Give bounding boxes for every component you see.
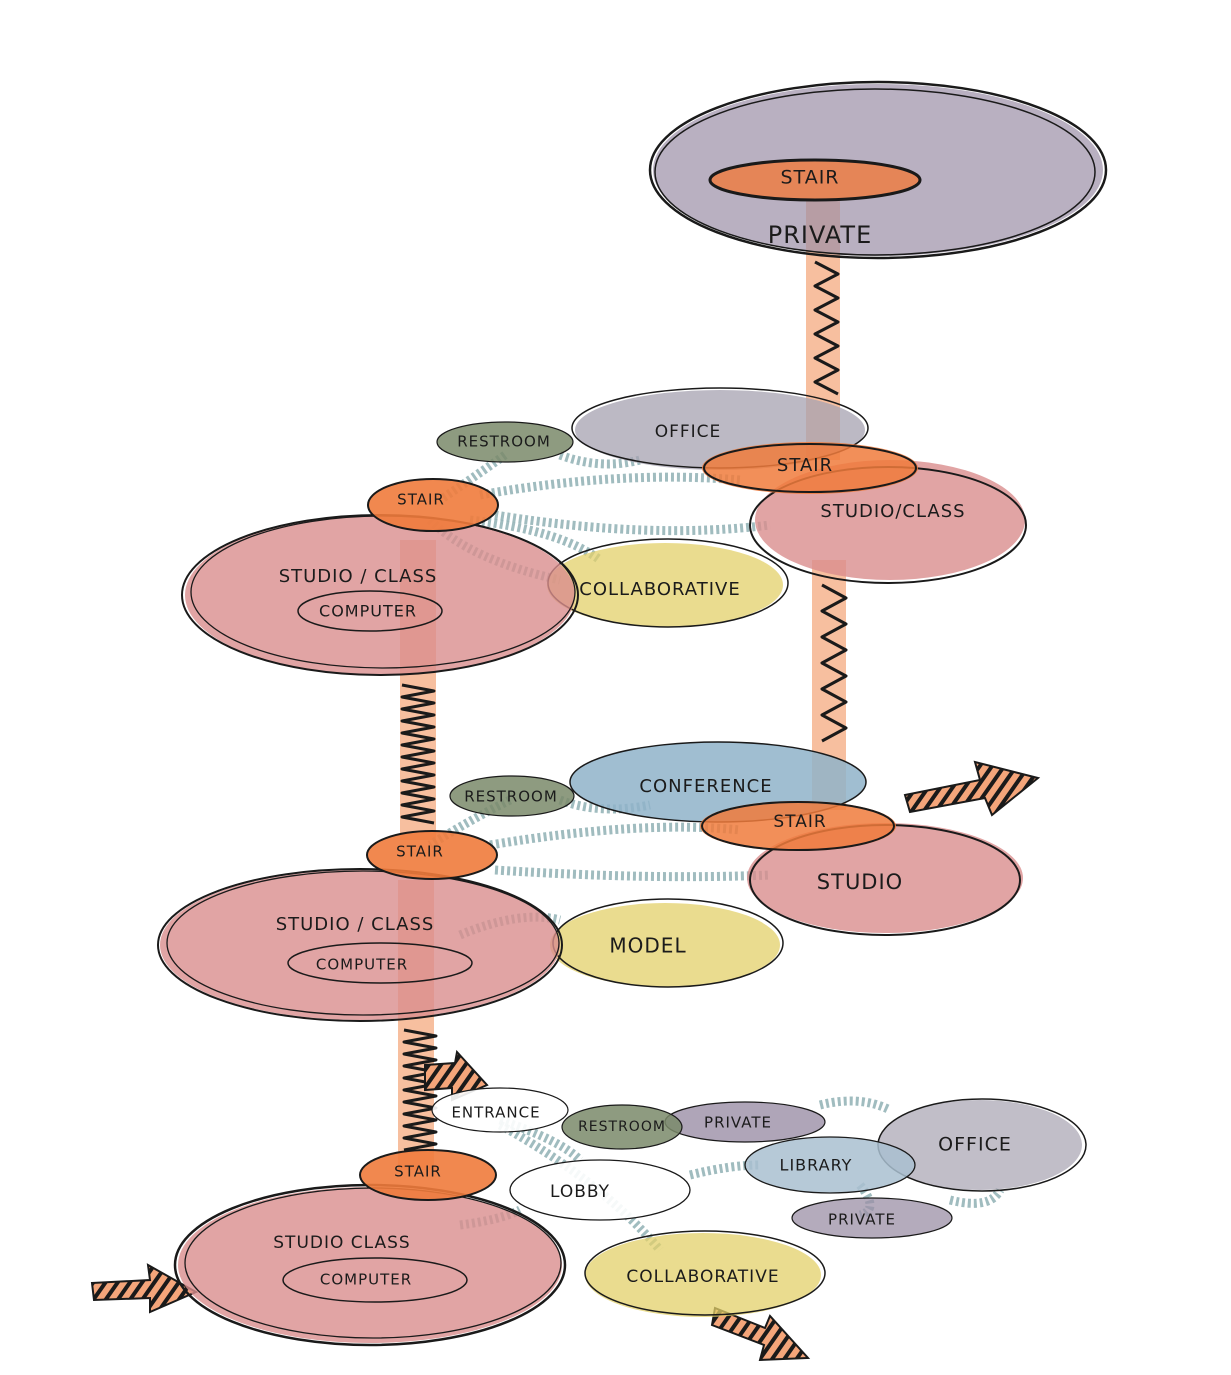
top-right-exit-arrow (903, 760, 1041, 817)
stair-left-label-second: STAIR (396, 843, 444, 861)
collaborative-label-ground: COLLABORATIVE (626, 1267, 779, 1287)
left-entry-arrow (90, 1263, 199, 1314)
stair-right-label-second: STAIR (773, 812, 826, 832)
computer-label-third: COMPUTER (319, 602, 417, 621)
stair-right-bubble-third (702, 442, 918, 494)
arrows (90, 760, 1041, 1362)
stair-label-ground: STAIR (394, 1163, 442, 1181)
collaborative-bubble-third (547, 543, 783, 627)
restroom-label-second: RESTROOM (464, 788, 558, 806)
right-upper-stair-zigzag (813, 260, 840, 396)
stair-right-label-third: STAIR (777, 455, 833, 476)
office-label-third: OFFICE (655, 422, 722, 442)
entrance-bubble (432, 1088, 568, 1132)
studio-class-bubble-second (160, 870, 560, 1020)
studio-class-label-ground: STUDIO CLASS (273, 1233, 410, 1253)
entrance-label: ENTRANCE (451, 1104, 540, 1122)
studio-class-right-label: STUDIO/CLASS (820, 501, 965, 522)
library-label: LIBRARY (780, 1156, 853, 1175)
computer-label-second: COMPUTER (316, 956, 408, 974)
stair-bubble-top (710, 160, 920, 200)
office-bubble-ground (878, 1100, 1082, 1190)
library-bubble (745, 1137, 915, 1193)
level-second: CONFERENCE RESTROOM STUDIO STAIR MODEL S… (157, 741, 1023, 1022)
private-bottom-bubble-ground (792, 1198, 952, 1238)
computer-label-ground: COMPUTER (320, 1271, 412, 1289)
collaborative-label-third: COLLABORATIVE (579, 579, 740, 600)
level-top: STAIR PRIVATE (648, 80, 1108, 260)
model-bubble (550, 903, 780, 987)
studio-class-left-label-third: STUDIO / CLASS (279, 566, 438, 587)
bottom-exit-arrow (710, 1306, 811, 1362)
restroom-label-ground: RESTROOM (578, 1119, 666, 1135)
circulation-cores (398, 200, 848, 1170)
stair-left-label-third: STAIR (397, 491, 445, 509)
private-bottom-label-ground: PRIVATE (828, 1211, 896, 1229)
private-top-bubble-ground (665, 1102, 825, 1142)
stair-right-bubble-second (700, 801, 896, 851)
right-lower-stair-zigzag (820, 583, 848, 743)
left-lower-stair-zigzag (402, 1028, 438, 1152)
restroom-bubble-second (450, 776, 574, 816)
lobby-label: LOBBY (550, 1182, 610, 1202)
private-top-label-ground: PRIVATE (704, 1114, 772, 1132)
stair-left-bubble-third (368, 479, 498, 531)
stair-label-top: STAIR (781, 167, 840, 189)
model-label: MODEL (609, 934, 686, 958)
stair-left-bubble-second (367, 831, 497, 879)
restroom-bubble-third (437, 422, 573, 462)
studio-class-bubble-ground (178, 1187, 562, 1343)
stair-bubble-ground (360, 1150, 496, 1200)
conference-label: CONFERENCE (639, 776, 772, 797)
lobby-bubble (510, 1160, 690, 1220)
restroom-bubble-ground (562, 1105, 682, 1149)
level-third: OFFICE RESTROOM STUDIO/CLASS STAIR COLLA… (181, 387, 1027, 676)
private-label-top: PRIVATE (768, 221, 873, 249)
restroom-label-third: RESTROOM (457, 433, 551, 451)
level-ground: OFFICE LIBRARY PRIVATE RESTROOM ENTRANCE… (173, 1087, 1087, 1347)
collaborative-bubble-ground (585, 1233, 821, 1317)
studio-class-label-second: STUDIO / CLASS (276, 914, 435, 935)
office-label-ground: OFFICE (938, 1134, 1012, 1156)
left-upper-stair-zigzag (400, 683, 436, 825)
studio-label-second: STUDIO (817, 870, 903, 894)
studio-class-left-bubble-third (185, 515, 575, 675)
